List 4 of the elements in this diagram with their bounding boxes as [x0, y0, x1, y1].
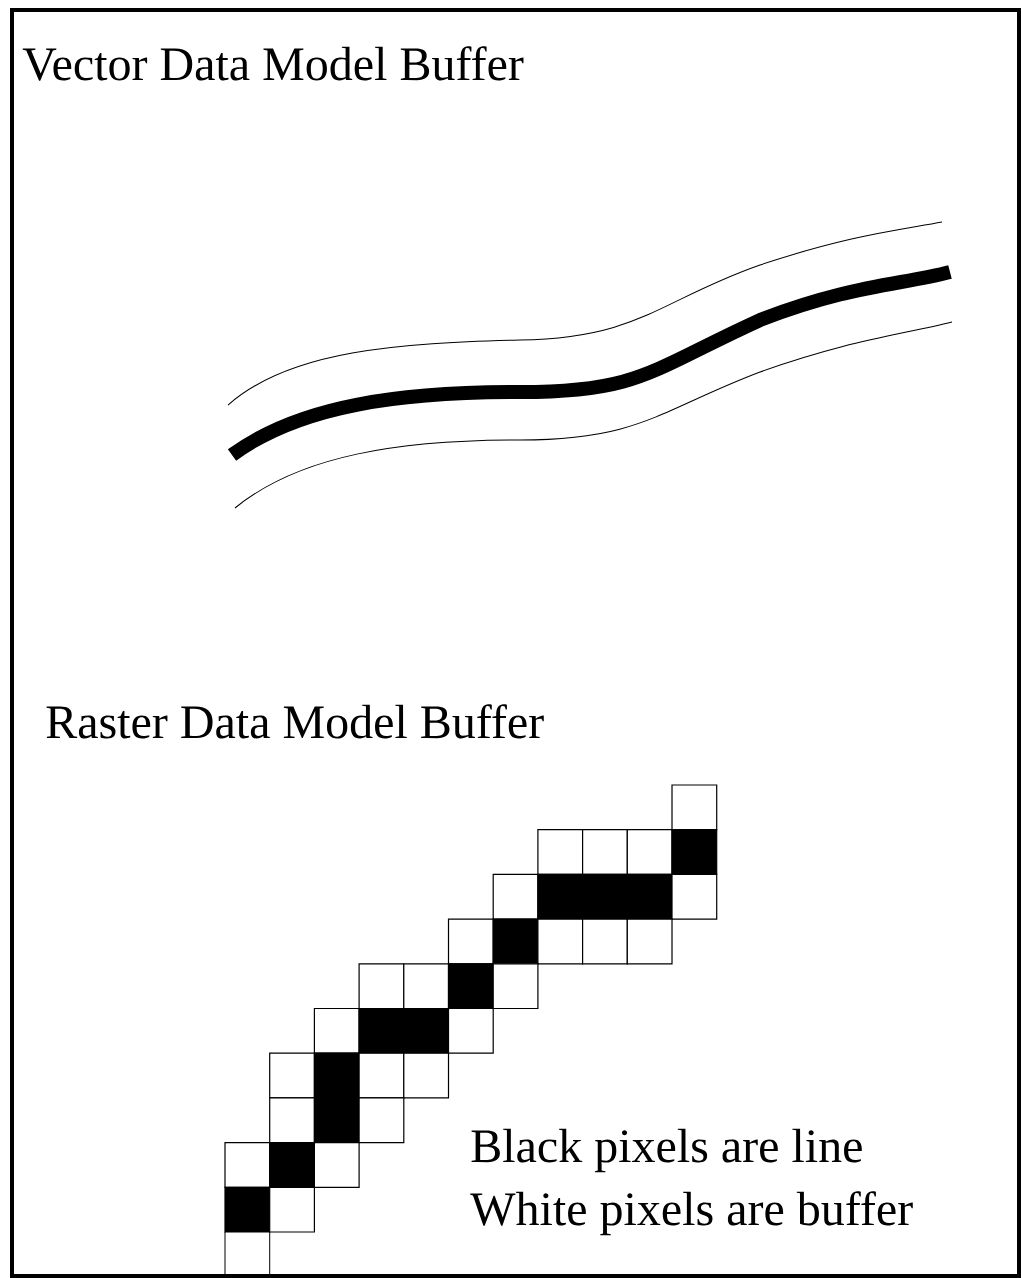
panel-heading: Raster Data Model Buffer — [46, 704, 544, 739]
note: White pixels are buffer — [470, 1191, 913, 1236]
panel-heading: Vector Data Model Buffer — [22, 46, 524, 81]
note: Black pixels are line — [471, 1128, 862, 1173]
